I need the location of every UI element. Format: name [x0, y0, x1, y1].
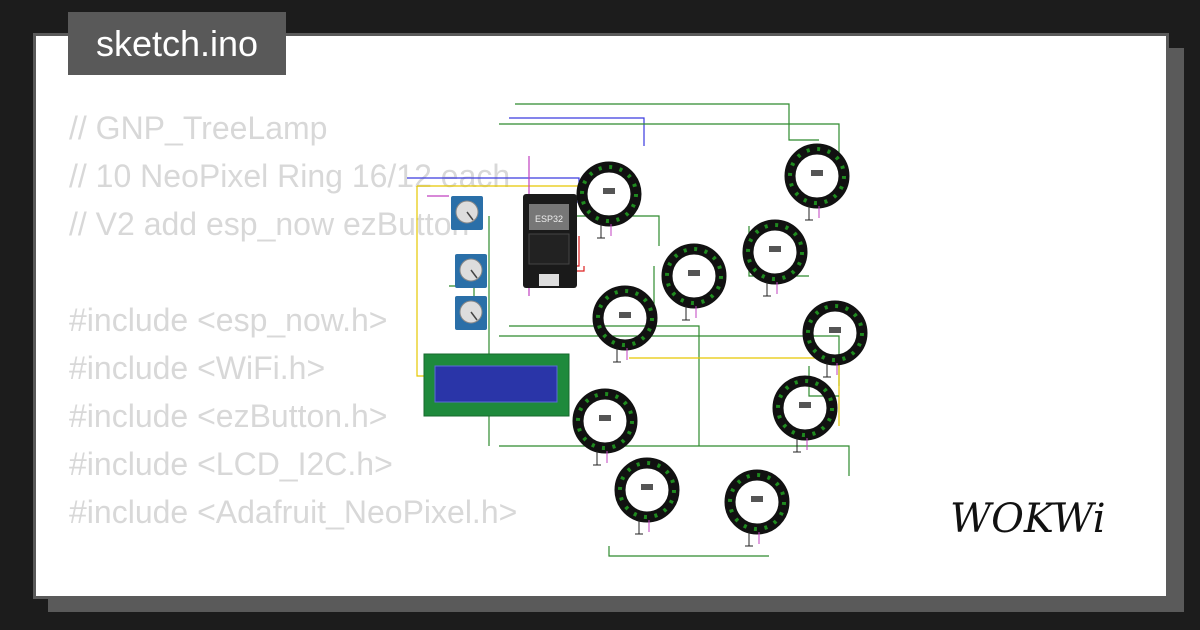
- neopixel-rings: [572, 143, 868, 547]
- preview-card: // GNP_TreeLamp // 10 NeoPixel Ring 16/1…: [33, 33, 1169, 599]
- code-line: #include <LCD_I2C.h>: [69, 446, 393, 482]
- potentiometer: [451, 196, 483, 230]
- lcd-display: [423, 353, 570, 417]
- potentiometers: [451, 196, 487, 330]
- esp32-label: ESP32: [535, 214, 563, 224]
- code-preview: // GNP_TreeLamp // 10 NeoPixel Ring 16/1…: [69, 104, 517, 536]
- code-line: // V2 add esp_now ezButton: [69, 206, 470, 242]
- neopixel-ring: [661, 243, 727, 321]
- neopixel-ring: [572, 388, 638, 466]
- circuit-diagram: ESP32: [407, 103, 868, 557]
- code-line: #include <esp_now.h>: [69, 302, 388, 338]
- neopixel-ring: [724, 469, 790, 547]
- code-line: #include <WiFi.h>: [69, 350, 326, 386]
- file-tab[interactable]: sketch.ino: [68, 12, 286, 75]
- neopixel-ring: [614, 457, 680, 535]
- neopixel-ring: [802, 300, 868, 378]
- potentiometer: [455, 254, 487, 288]
- file-tab-label: sketch.ino: [95, 22, 259, 64]
- code-line: #include <ezButton.h>: [69, 398, 388, 434]
- code-line: // 10 NeoPixel Ring 16/12 each: [69, 158, 511, 194]
- code-line: // GNP_TreeLamp: [69, 110, 328, 146]
- code-line: #include <Adafruit_NeoPixel.h>: [69, 494, 518, 530]
- wokwi-logo-text: WOKWi: [950, 496, 1106, 542]
- neopixel-ring: [742, 219, 808, 297]
- wokwi-logo: WOKWi: [950, 496, 1106, 542]
- neopixel-ring: [784, 143, 850, 221]
- potentiometer: [455, 296, 487, 330]
- neopixel-ring: [772, 375, 838, 453]
- esp32-board: ESP32: [523, 194, 577, 288]
- neopixel-ring: [576, 161, 642, 239]
- neopixel-ring: [592, 285, 658, 363]
